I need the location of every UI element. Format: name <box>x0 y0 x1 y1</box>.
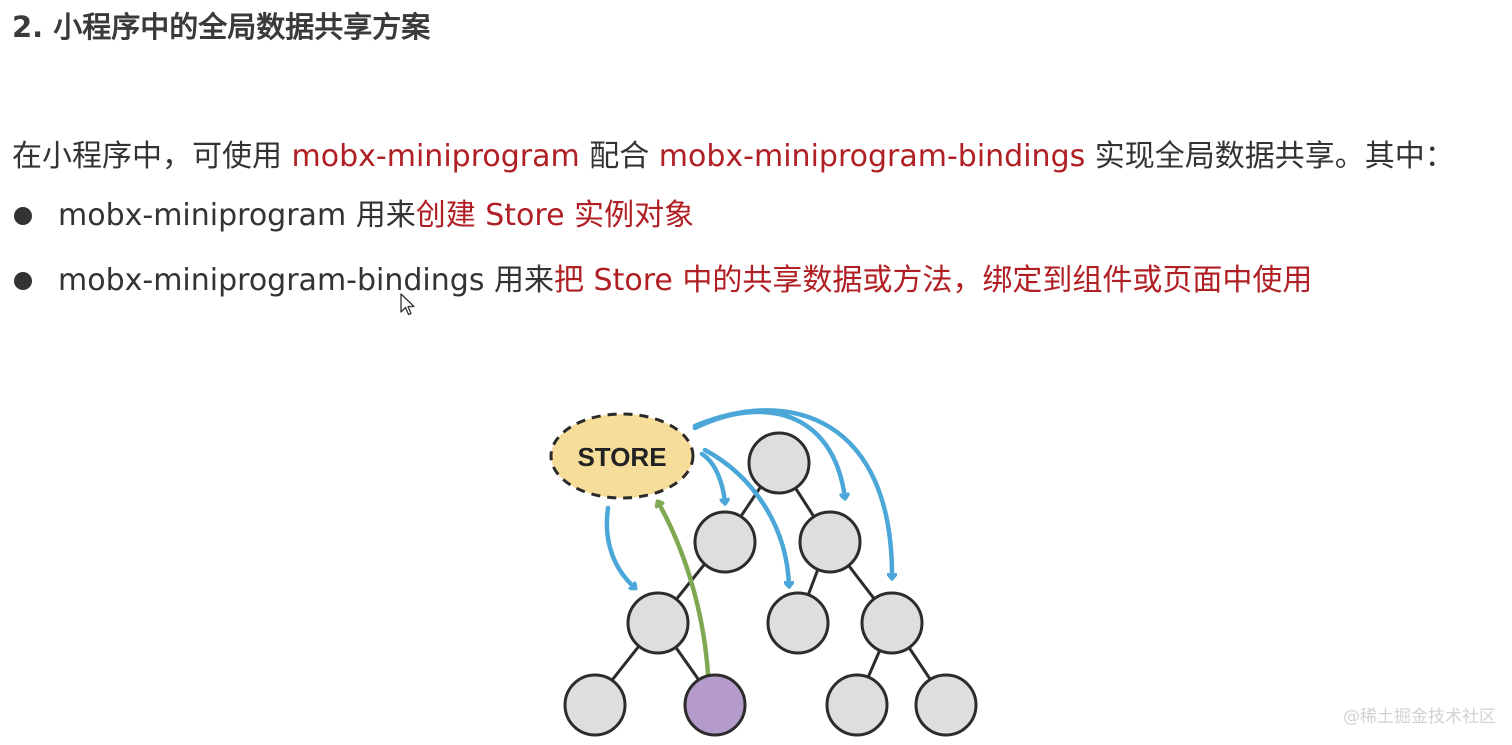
tree-node-leaf-c <box>825 673 889 737</box>
bullet-lib: mobx-miniprogram <box>58 198 347 233</box>
tree-edges <box>592 459 948 705</box>
bullet-lib: mobx-miniprogram-bindings <box>58 263 485 298</box>
intro-lib-mobx-miniprogram-bindings: mobx-miniprogram-bindings <box>658 139 1086 174</box>
bullet-description: 创建 Store 实例对象 <box>415 198 695 233</box>
bullet-verb: 用来 <box>346 198 416 233</box>
store-label: STORE <box>577 442 666 472</box>
tree-node-level3-c <box>860 591 924 655</box>
intro-paragraph: 在小程序中，可使用 mobx-miniprogram 配合 mobx-minip… <box>12 131 1455 175</box>
tree-node-leaf-a <box>563 673 627 737</box>
store-cloud: STORE <box>549 412 695 500</box>
tree-nodes <box>563 431 978 737</box>
intro-prefix: 在小程序中，可使用 <box>12 139 292 174</box>
store-tree-diagram: STORE <box>549 408 978 737</box>
bullet-dot <box>14 272 32 290</box>
tree-node-level2-right <box>798 510 862 574</box>
tree-node-leaf-d <box>914 673 978 737</box>
bullet-item-mobx-miniprogram-bindings: mobx-miniprogram-bindings 用来把 Store 中的共享… <box>12 260 1312 325</box>
bullet-verb: 用来 <box>484 263 554 298</box>
bullet-list: mobx-miniprogram 用来创建 Store 实例对象 mobx-mi… <box>12 195 1312 325</box>
bullet-item-mobx-miniprogram: mobx-miniprogram 用来创建 Store 实例对象 <box>12 195 1312 260</box>
intro-mid: 配合 <box>579 139 659 174</box>
mouse-cursor-icon <box>400 293 415 316</box>
tree-node-level2-left <box>693 510 757 574</box>
intro-suffix: 实现全局数据共享。其中： <box>1085 139 1455 174</box>
watermark: @稀土掘金技术社区 <box>1343 707 1496 727</box>
tree-node-level3-a <box>626 591 690 655</box>
blue-arrows <box>604 408 892 588</box>
tree-node-root <box>747 431 811 495</box>
bullet-dot <box>14 207 32 225</box>
page-title: 2. 小程序中的全局数据共享方案 <box>12 10 431 44</box>
bullet-description: 把 Store 中的共享数据或方法，绑定到组件或页面中使用 <box>554 263 1313 298</box>
tree-node-leaf-active <box>683 673 747 737</box>
tree-node-level3-b <box>766 591 830 655</box>
intro-lib-mobx-miniprogram: mobx-miniprogram <box>291 139 580 174</box>
green-arrow <box>658 502 711 677</box>
